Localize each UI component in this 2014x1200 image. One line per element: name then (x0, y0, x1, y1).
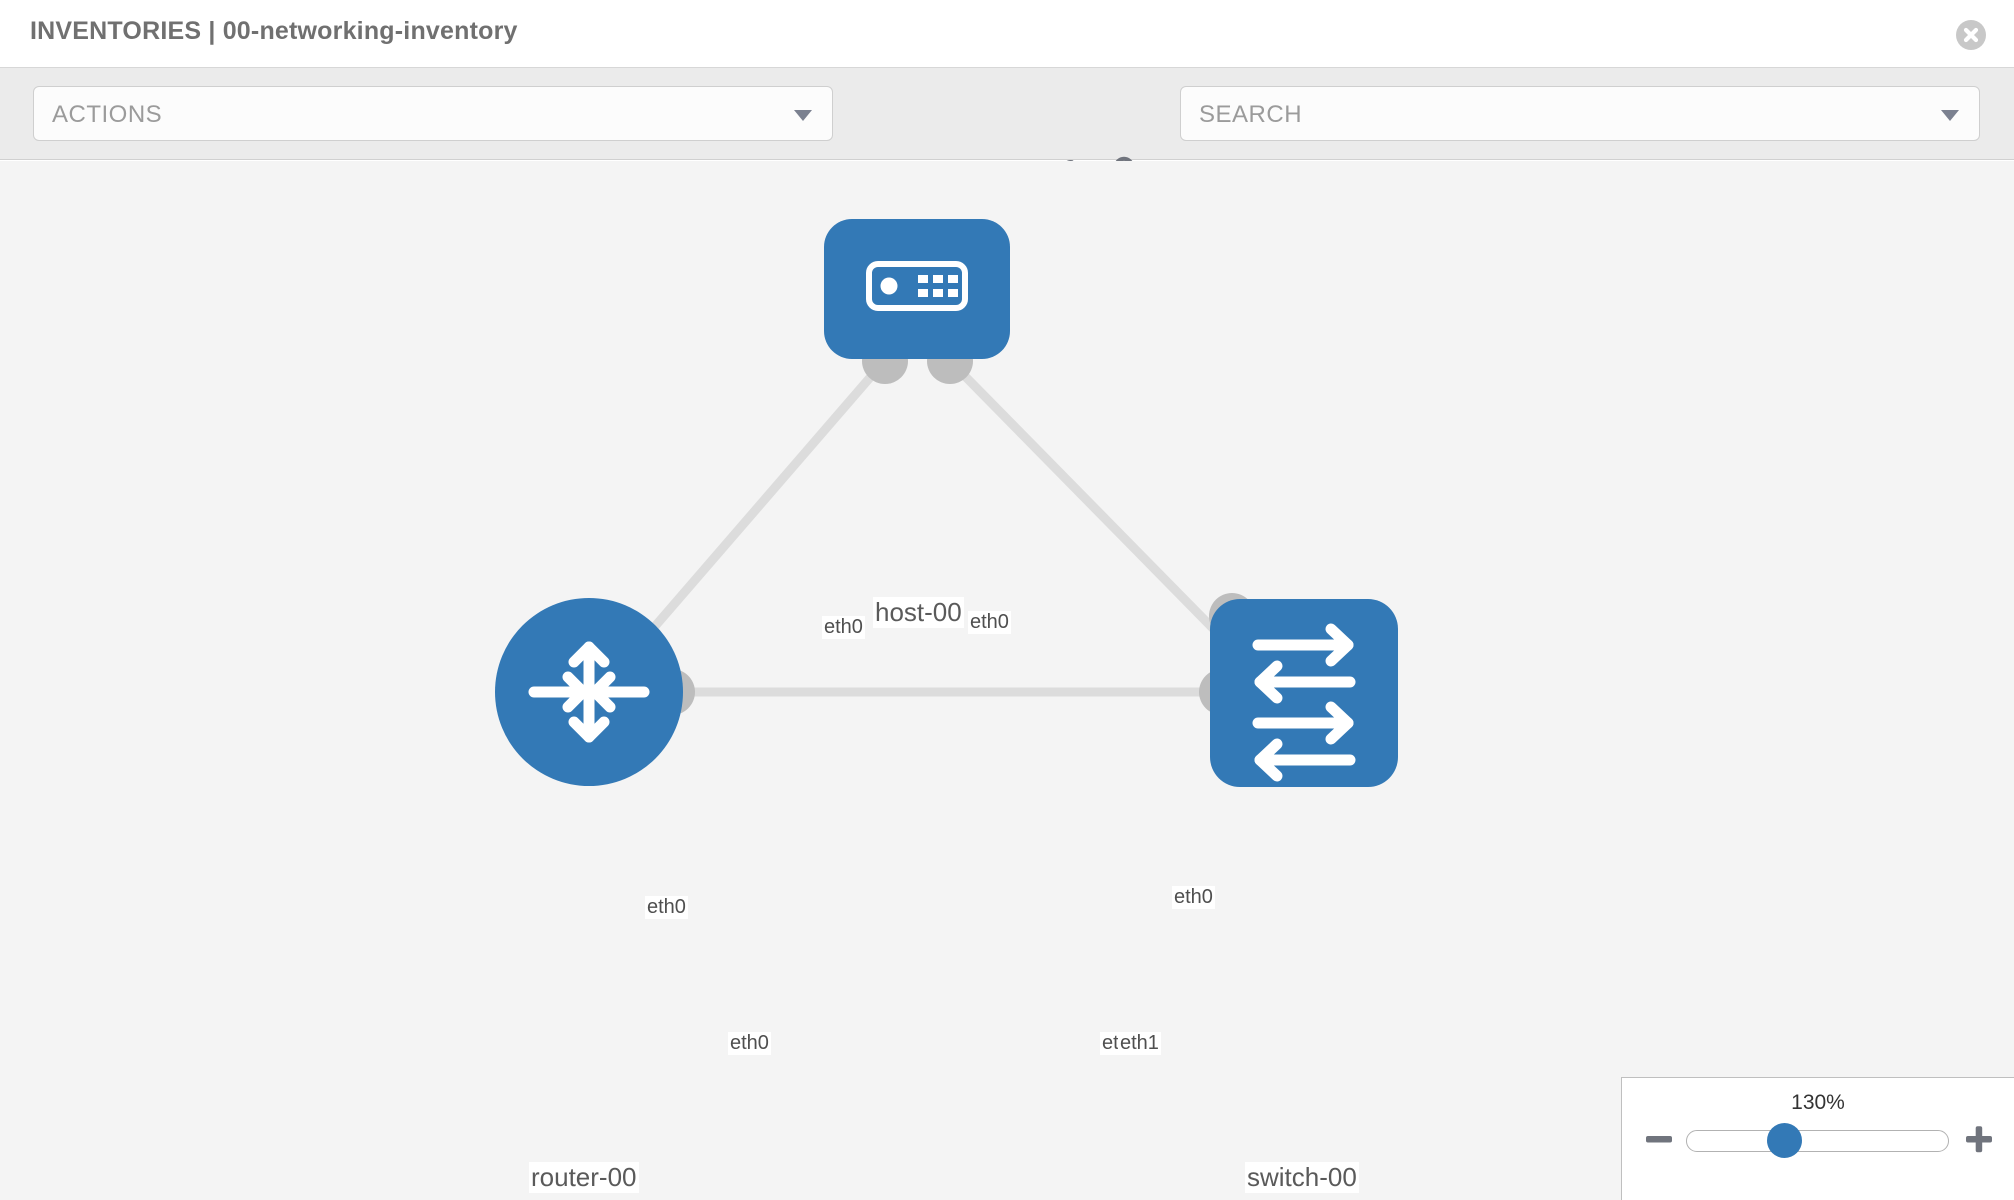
chevron-down-icon[interactable] (1941, 110, 1959, 121)
server-icon (866, 261, 968, 311)
zoom-slider-thumb[interactable] (1767, 1123, 1802, 1158)
edge-host00-switch00 (951, 362, 1249, 665)
chevron-down-icon (794, 110, 812, 121)
topology-canvas[interactable]: host-00 router-00 switch-00 eth0 eth0 et… (0, 161, 2014, 1200)
switch-icon (1252, 623, 1356, 782)
actions-dropdown-label: ACTIONS (52, 101, 163, 128)
node-switch-00[interactable] (1210, 599, 1398, 787)
edge-host00-router00 (621, 363, 884, 664)
zoom-control-panel: 130% (1621, 1077, 2014, 1200)
close-icon[interactable] (1956, 20, 1986, 50)
topology-edges (621, 362, 1249, 697)
search-placeholder: SEARCH (1199, 101, 1303, 128)
toolbar: ACTIONS SEARCH (0, 68, 2014, 190)
actions-dropdown[interactable]: ACTIONS (33, 86, 833, 141)
zoom-level-value: 130% (1791, 1091, 1845, 1114)
node-host-00[interactable] (824, 219, 1010, 359)
page-header: INVENTORIES | 00-networking-inventory (0, 0, 2014, 68)
topology-graph (495, 219, 1398, 787)
zoom-slider[interactable] (1686, 1130, 1949, 1152)
node-router-00[interactable] (495, 598, 683, 786)
search-input[interactable]: SEARCH (1180, 86, 1980, 141)
router-icon (528, 641, 650, 743)
page-title: INVENTORIES | 00-networking-inventory (30, 17, 518, 45)
plus-icon[interactable] (1962, 1122, 1996, 1156)
minus-icon[interactable] (1642, 1122, 1676, 1156)
